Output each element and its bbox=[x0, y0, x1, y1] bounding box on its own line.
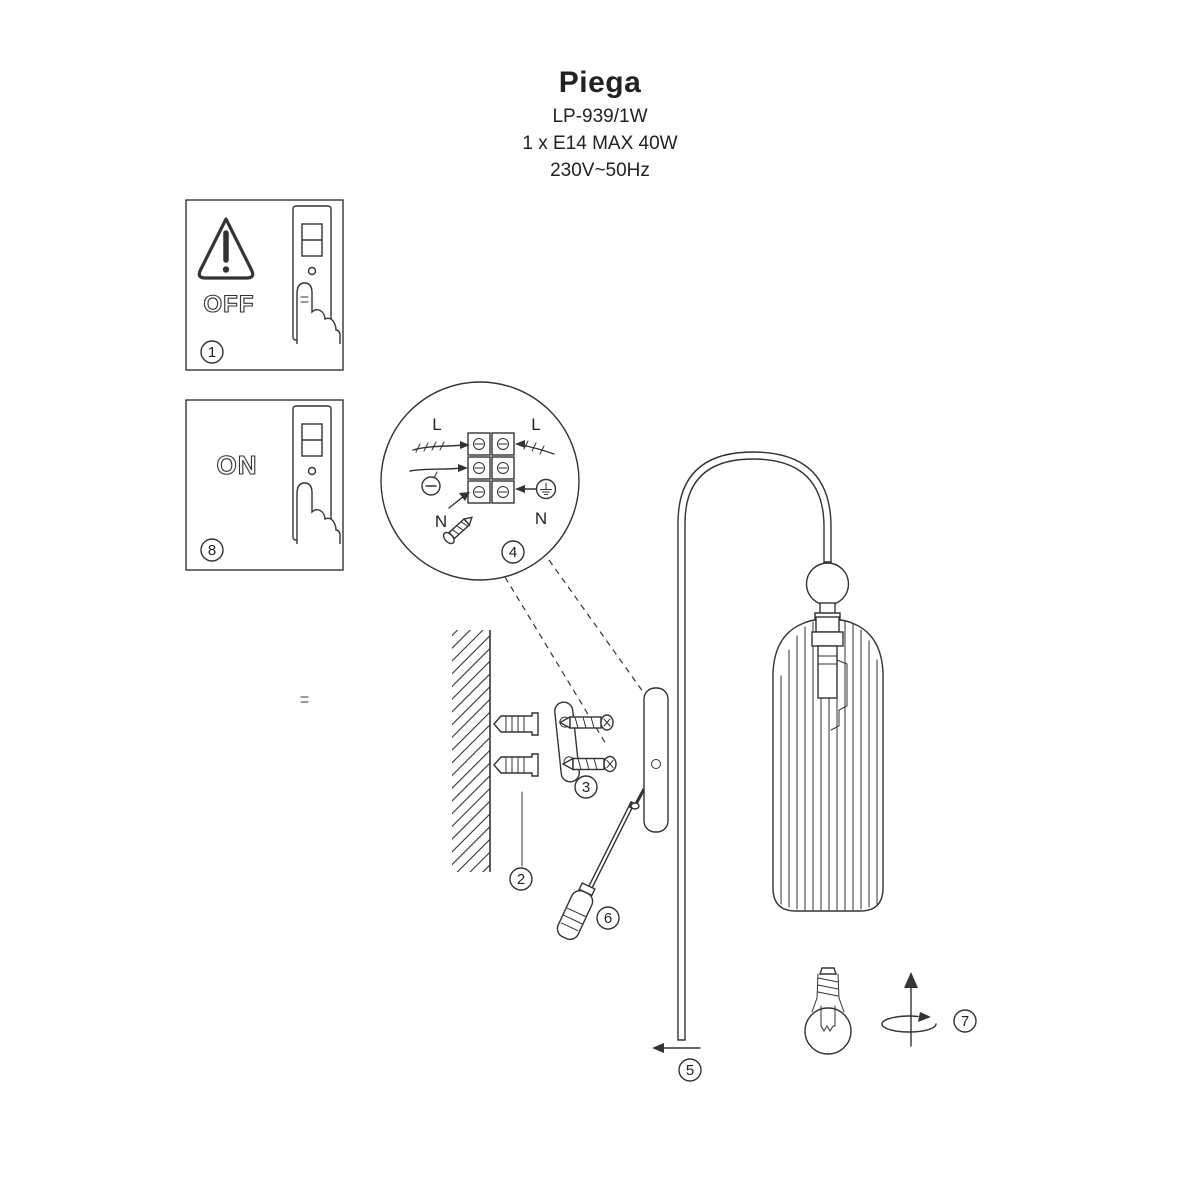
wall-anchor-icon bbox=[493, 712, 539, 736]
warning-triangle-icon bbox=[197, 217, 255, 280]
svg-text:3: 3 bbox=[582, 779, 590, 796]
page-title: Piega bbox=[558, 66, 642, 99]
label-neutral-right: N bbox=[535, 509, 547, 528]
minus-icon bbox=[421, 471, 441, 496]
model-number: LP-939/1W bbox=[552, 106, 648, 127]
step-badge-7: 7 bbox=[953, 1009, 977, 1033]
pressing-hand-icon bbox=[296, 482, 341, 703]
wire-live-right bbox=[515, 440, 555, 455]
svg-text:7: 7 bbox=[961, 1013, 969, 1030]
ball-joint bbox=[805, 562, 850, 606]
label-live-left: L bbox=[432, 415, 441, 434]
wire-neutral-left-arrow bbox=[448, 492, 470, 509]
mounting-screw-icon bbox=[561, 755, 617, 773]
panel-switch-off: OFF 1 bbox=[185, 199, 344, 371]
terminal-screw-icon bbox=[442, 516, 473, 545]
ground-icon bbox=[535, 478, 557, 500]
lamp-arm bbox=[677, 451, 832, 1041]
svg-text:1: 1 bbox=[208, 344, 216, 361]
wiring-detail-circle: L L N N 4 bbox=[380, 381, 580, 581]
step-badge-5: 5 bbox=[678, 1058, 702, 1082]
svg-text:4: 4 bbox=[509, 544, 517, 561]
light-switch-icon bbox=[292, 205, 332, 341]
step-badge-4: 4 bbox=[501, 540, 525, 564]
on-label: ON bbox=[217, 450, 258, 480]
svg-text:6: 6 bbox=[604, 910, 612, 927]
svg-text:8: 8 bbox=[208, 542, 216, 559]
plate-screw-icon bbox=[630, 788, 646, 810]
label-live-right: L bbox=[531, 415, 540, 434]
screwdriver-icon bbox=[556, 800, 636, 941]
svg-text:2: 2 bbox=[517, 871, 525, 888]
wire-live-left bbox=[412, 441, 470, 453]
label-neutral-left: N bbox=[435, 512, 447, 531]
pressing-hand-icon bbox=[296, 282, 341, 344]
step-badge-8: 8 bbox=[200, 538, 224, 562]
wall-mount-plate bbox=[643, 687, 669, 833]
wire-mid-left bbox=[409, 464, 468, 472]
panel-switch-on: ON 8 bbox=[185, 399, 344, 703]
wire-ground-right bbox=[515, 485, 537, 493]
mounting-screw-icon bbox=[558, 714, 614, 731]
power-spec: 230V~50Hz bbox=[550, 160, 650, 181]
step-badge-1: 1 bbox=[200, 340, 224, 364]
direction-arrow-icon bbox=[652, 1043, 701, 1053]
bulb-spec: 1 x E14 MAX 40W bbox=[522, 133, 678, 154]
off-label: OFF bbox=[204, 291, 255, 318]
step-badge-6: 6 bbox=[596, 906, 620, 930]
rotate-arrow-icon bbox=[881, 972, 937, 1047]
step-badge-2: 2 bbox=[509, 867, 533, 891]
wall-section bbox=[452, 630, 491, 872]
wall-anchor-icon bbox=[493, 753, 539, 777]
step-badge-3: 3 bbox=[574, 775, 598, 799]
svg-text:5: 5 bbox=[686, 1062, 694, 1079]
mounting-bracket-icon bbox=[554, 701, 580, 783]
leader-line bbox=[548, 559, 647, 697]
bulb-socket-icon bbox=[811, 616, 848, 731]
light-bulb-icon bbox=[804, 967, 852, 1055]
terminal-block-icon bbox=[467, 432, 515, 504]
